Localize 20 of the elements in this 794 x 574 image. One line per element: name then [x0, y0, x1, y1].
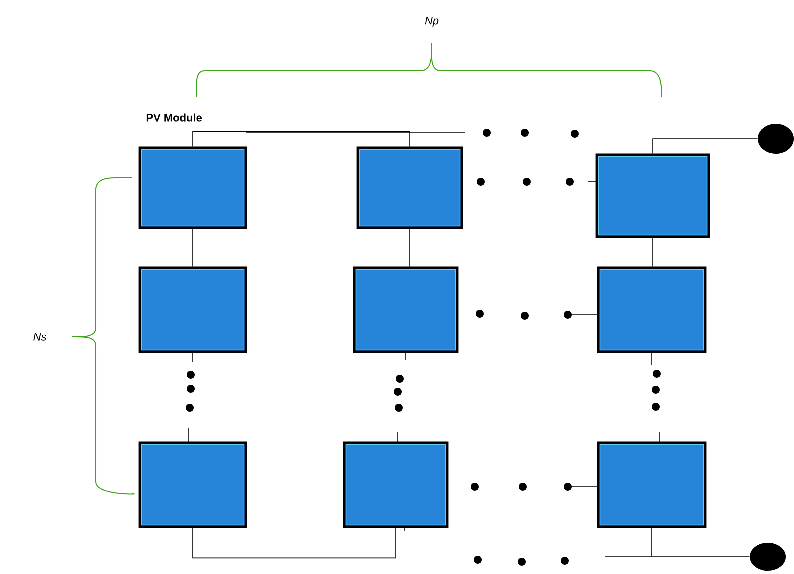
pv-module-box — [596, 154, 710, 238]
pv-module-box — [597, 266, 707, 354]
wire — [652, 238, 654, 268]
wire — [652, 138, 758, 154]
pv-module-box — [138, 266, 248, 354]
module-label: PV Module — [146, 114, 202, 122]
pv-module-box — [356, 146, 464, 230]
wire — [192, 528, 396, 559]
wire — [192, 131, 410, 148]
pv-module-box — [138, 146, 248, 230]
pv-module-box — [343, 442, 449, 528]
pv-module-box — [138, 442, 248, 528]
count-label: Np — [425, 17, 439, 27]
terminal-dot — [758, 124, 794, 154]
wire — [192, 228, 194, 268]
pv-module-box — [597, 442, 707, 528]
wire — [652, 528, 750, 558]
count-label: Ns — [34, 333, 46, 341]
pv-module-box — [353, 266, 459, 354]
terminal-dot — [750, 543, 786, 571]
